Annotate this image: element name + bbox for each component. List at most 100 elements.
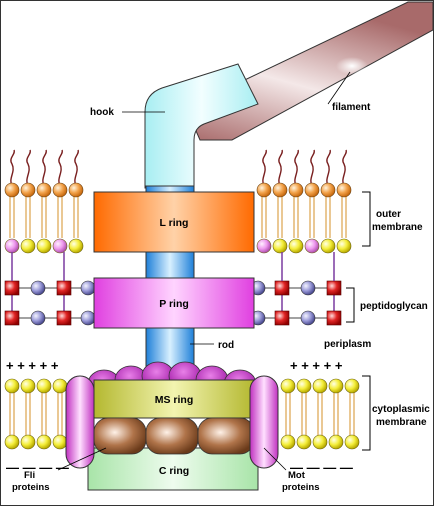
negative-charges-left: — — — —: [6, 460, 69, 475]
lipid-head: [336, 182, 352, 198]
lipid-head: [288, 238, 304, 254]
pg-square: [56, 280, 72, 296]
lps-chain: [74, 149, 80, 187]
lipid-head: [328, 434, 344, 450]
positive-charges-left: + + + + +: [6, 358, 59, 373]
cytoplasmic-membrane-label-2: membrane: [376, 417, 427, 428]
outer-membrane-label-1: outer: [376, 209, 401, 220]
lipid-head: [336, 238, 352, 254]
pg-square: [274, 310, 290, 326]
p-ring: [93, 277, 255, 329]
mot-protein-pill: [249, 375, 279, 469]
lipid-head: [36, 434, 52, 450]
lipid-head: [312, 434, 328, 450]
lipid-head: [328, 378, 344, 394]
lipid-head: [320, 238, 336, 254]
lipid-head: [256, 238, 272, 254]
hook-label: hook: [90, 107, 114, 118]
lps-chain: [26, 149, 32, 187]
lps-chain: [310, 149, 316, 187]
lps-chain: [326, 149, 332, 187]
peptidoglycan-label: peptidoglycan: [360, 301, 428, 312]
negative-charges-right: — — — —: [290, 460, 353, 475]
lipid-head: [20, 378, 36, 394]
lipid-head: [272, 238, 288, 254]
pg-square: [4, 310, 20, 326]
mot-proteins-label-2: proteins: [282, 482, 319, 493]
fli-proteins-label-1: Fli: [24, 470, 35, 481]
leader-lines: [57, 71, 351, 471]
lipid-head: [4, 238, 20, 254]
lps-chain: [294, 149, 300, 187]
c-ring-lobes: [93, 417, 255, 455]
outer-membrane-label-2: membrane: [372, 222, 423, 233]
lipid-head: [52, 238, 68, 254]
lps-chain: [342, 149, 348, 187]
peptidoglycan-layer: [4, 252, 342, 326]
pg-square: [56, 310, 72, 326]
lipid-head: [4, 182, 20, 198]
cytoplasmic-membrane-label-1: cytoplasmic: [372, 404, 430, 415]
lipid-head: [20, 182, 36, 198]
lipid-head: [344, 434, 360, 450]
lipid-head: [256, 182, 272, 198]
pg-circle: [30, 310, 46, 326]
pg-square: [326, 310, 342, 326]
lipid-head: [52, 378, 68, 394]
fli-protein-pill: [65, 375, 95, 469]
pg-square: [326, 280, 342, 296]
lipid-head: [320, 182, 336, 198]
l-ring-label: L ring: [160, 217, 189, 229]
lipid-head: [272, 182, 288, 198]
pg-circle: [300, 310, 316, 326]
lipid-head: [304, 182, 320, 198]
lipid-head: [304, 238, 320, 254]
lipid-head: [288, 182, 304, 198]
pg-square: [4, 280, 20, 296]
lipid-head: [296, 434, 312, 450]
lipid-head: [68, 182, 84, 198]
lps-chain: [10, 149, 16, 187]
c-ring-label: C ring: [159, 465, 189, 477]
lipid-head: [20, 434, 36, 450]
lipid-head: [68, 238, 84, 254]
p-ring-label: P ring: [159, 298, 189, 310]
brackets: [346, 191, 371, 451]
pg-circle: [300, 280, 316, 296]
pg-circle: [80, 280, 96, 296]
pg-square: [274, 280, 290, 296]
lipid-head: [312, 378, 328, 394]
lipid-head: [344, 378, 360, 394]
rod-label: rod: [218, 340, 234, 351]
lps-chain: [42, 149, 48, 187]
lipid-head: [280, 378, 296, 394]
filament-label: filament: [332, 102, 371, 113]
c-ring: [87, 447, 259, 491]
lipid-head: [4, 434, 20, 450]
pg-circle: [30, 280, 46, 296]
lps-chain: [278, 149, 284, 187]
ms-ring-label: MS ring: [155, 394, 194, 406]
positive-charges-right: + + + + +: [290, 358, 343, 373]
hook: [144, 63, 259, 189]
periplasm-label: periplasm: [324, 339, 371, 350]
lps-chain: [58, 149, 64, 187]
lipid-head: [4, 378, 20, 394]
l-ring: [93, 191, 255, 253]
lipid-head: [296, 378, 312, 394]
pg-circle: [80, 310, 96, 326]
outer-membrane: [4, 149, 352, 254]
lps-chain: [262, 149, 268, 187]
lipid-head: [52, 182, 68, 198]
lipid-head: [36, 238, 52, 254]
lipid-head: [52, 434, 68, 450]
cytoplasmic-membrane: [4, 378, 360, 450]
mot-proteins-label-1: Mot: [288, 470, 306, 481]
fli-proteins-label-2: proteins: [12, 482, 49, 493]
lipid-head: [36, 378, 52, 394]
lipid-head: [20, 238, 36, 254]
lipid-head: [36, 182, 52, 198]
lipid-head: [280, 434, 296, 450]
